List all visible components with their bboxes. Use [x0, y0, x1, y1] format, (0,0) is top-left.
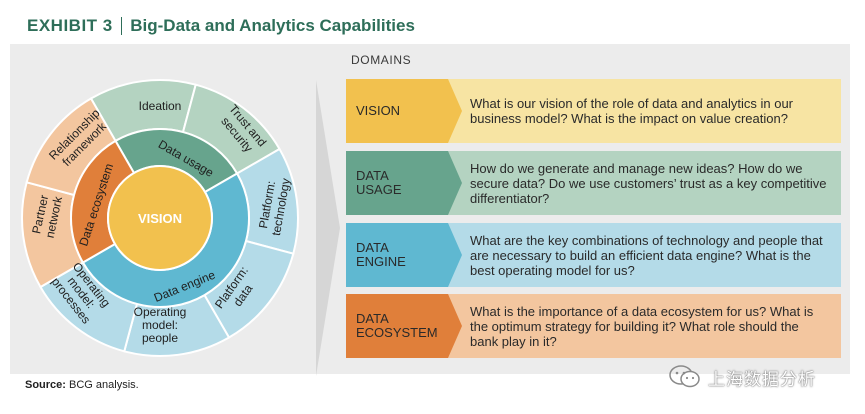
domain-question: What are the key combinations of technol…	[470, 232, 823, 278]
vision-core	[107, 165, 213, 271]
outer-label-om-people-line1: Operating	[134, 305, 187, 319]
source-text: BCG analysis.	[69, 379, 139, 391]
domain-name-line2: ECOSYSTEM	[356, 325, 438, 340]
watermark-text: 上海数据分析	[708, 369, 816, 390]
domain-question: What is the importance of a data ecosyst…	[470, 303, 814, 349]
domain-name-line1: VISION	[356, 103, 401, 118]
exhibit-title: Big-Data and Analytics Capabilities	[130, 16, 415, 35]
domain-name-line2: ENGINE	[356, 254, 406, 269]
domain-tag-arrow	[448, 223, 462, 287]
domain-row: VISION What is our vision of the role of …	[346, 79, 841, 143]
domain-name-line1: DATA	[356, 311, 389, 326]
outer-label-om-people: Operating model: people	[134, 305, 187, 345]
domain-question: How do we generate and manage new ideas?…	[470, 160, 827, 206]
outer-label-om-people-line2: model:	[142, 318, 178, 332]
domain-name-line1: DATA	[356, 168, 389, 183]
domain-name-line2: USAGE	[356, 182, 402, 197]
outer-ring	[21, 79, 299, 357]
vision-core-label: VISION	[138, 211, 182, 226]
outer-label-om-people-line3: people	[142, 331, 178, 345]
watermark: 上海数据分析	[668, 364, 816, 390]
source-label: Source:	[25, 379, 66, 391]
title-divider	[120, 17, 123, 35]
domains-heading: DOMAINS	[351, 53, 412, 67]
domain-tag-arrow	[448, 294, 462, 358]
chevron-arrow	[316, 80, 340, 376]
exhibit-header: EXHIBIT 3 Big-Data and Analytics Capabil…	[27, 14, 415, 38]
domain-tag-arrow	[448, 79, 462, 143]
exhibit-number: EXHIBIT 3	[27, 16, 113, 35]
domain-question: What is our vision of the role of data a…	[470, 96, 794, 126]
domain-tag-arrow	[448, 151, 462, 215]
outer-label-ideation: Ideation	[139, 99, 182, 113]
outer-label-om-processes: Operating model: processes	[49, 260, 114, 327]
wechat-icon	[669, 365, 700, 388]
domain-name: VISION	[356, 104, 400, 118]
domain-name-line1: DATA	[356, 240, 389, 255]
domain-tag: VISION	[346, 79, 462, 143]
source-note: Source: BCG analysis.	[25, 379, 139, 391]
